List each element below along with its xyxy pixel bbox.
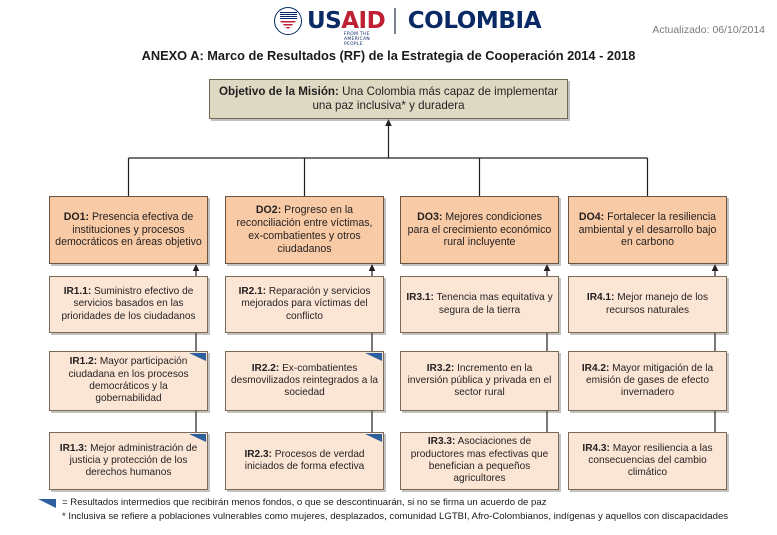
usaid-seal-icon — [274, 7, 302, 35]
ir-box-2-2[interactable]: IR2.2: Ex-combatientes desmovilizados re… — [225, 351, 384, 411]
usaid-colombia-logo: USAID FROM THE AMERICAN PEOPLE COLOMBIA — [274, 6, 542, 47]
legend-triangle-icon — [38, 499, 56, 508]
do-box-2[interactable]: DO2: Progreso en la reconciliación entre… — [225, 196, 384, 264]
logo-country-word: COLOMBIA — [407, 7, 542, 34]
ir-box-1-2[interactable]: IR1.2: Mayor participación ciudadana en … — [49, 351, 208, 411]
ir-text-2-1: Reparación y servicios mejorados para ví… — [241, 286, 371, 322]
ir-text-1-1: Suministro efectivo de servicios basados… — [61, 286, 196, 322]
do-text-2: Progreso en la reconciliación entre víct… — [236, 204, 373, 255]
do-text-3: Mejores condiciones para el crecimiento … — [407, 210, 552, 249]
ir-text-1-2: Mayor participación ciudadana en los pro… — [68, 356, 189, 405]
legend: = Resultados intermedios que recibirán m… — [38, 496, 758, 524]
ir-code-2-2: IR2.2: — [251, 362, 280, 374]
legend-line-2: * Inclusiva se refiere a poblaciones vul… — [62, 510, 729, 522]
ir-text-2-3: Procesos de verdad iniciados de forma ef… — [244, 448, 365, 472]
updated-date: Actualizado: 06/10/2014 — [652, 24, 765, 36]
ir-text-2-2: Ex-combatientes desmovilizados reintegra… — [231, 362, 379, 399]
ir-text-1-3: Mejor administración de justicia y prote… — [69, 442, 198, 479]
do-box-4[interactable]: DO4: Fortalecer la resiliencia ambiental… — [568, 196, 727, 264]
ir-box-3-3[interactable]: IR3.3: Asociaciones de productores mas e… — [400, 432, 559, 490]
logo-tagline: FROM THE AMERICAN PEOPLE — [344, 31, 371, 47]
page-header: USAID FROM THE AMERICAN PEOPLE COLOMBIA … — [0, 0, 777, 47]
legend-line-1: = Resultados intermedios que recibirán m… — [62, 497, 547, 508]
ir-box-1-1[interactable]: IR1.1: Suministro efectivo de servicios … — [49, 276, 208, 333]
ir-code-3-1: IR3.1: — [406, 292, 434, 304]
ir-code-4-3: IR4.3: — [582, 442, 610, 454]
mission-objective-text: Una Colombia más capaz de implementar un… — [312, 84, 558, 112]
mission-objective-label: Objetivo de la Misión: — [219, 84, 339, 98]
ir-text-3-2: Incremento en la inversión pública y pri… — [407, 362, 552, 399]
ir-box-4-2[interactable]: IR4.2: Mayor mitigación de la emisión de… — [568, 351, 727, 411]
ir-box-4-1[interactable]: IR4.1: Mejor manejo de los recursos natu… — [568, 276, 727, 333]
ir-code-3-3: IR3.3: — [427, 436, 456, 448]
ir-text-4-1: Mejor manejo de los recursos naturales — [605, 292, 709, 316]
mission-objective-box: Objetivo de la Misión: Una Colombia más … — [209, 79, 568, 119]
do-box-3[interactable]: DO3: Mejores condiciones para el crecimi… — [400, 196, 559, 264]
ir-box-4-3[interactable]: IR4.3: Mayor resiliencia a las consecuen… — [568, 432, 727, 490]
ir-code-4-1: IR4.1: — [586, 292, 615, 304]
do-text-1: Presencia efectiva de instituciones y pr… — [55, 210, 202, 249]
ir-text-3-1: Tenencia mas equitativa y segura de la t… — [436, 292, 553, 316]
do-code-3: DO3: — [417, 210, 443, 223]
ir-box-3-2[interactable]: IR3.2: Incremento en la inversión públic… — [400, 351, 559, 411]
do-code-1: DO1: — [63, 210, 90, 223]
ir-box-2-1[interactable]: IR2.1: Reparación y servicios mejorados … — [225, 276, 384, 333]
ir-code-1-1: IR1.1: — [63, 286, 92, 298]
ir-code-2-3: IR2.3: — [244, 448, 272, 460]
reduced-funding-triangle-icon — [189, 353, 206, 361]
reduced-funding-triangle-icon — [189, 434, 206, 442]
ir-text-3-3: Asociaciones de productores mas efectiva… — [410, 436, 549, 485]
ir-box-1-3[interactable]: IR1.3: Mejor administración de justicia … — [49, 432, 208, 490]
logo-word-aid: AID — [341, 7, 386, 34]
logo-divider — [394, 8, 396, 34]
do-code-4: DO4: — [578, 210, 605, 223]
reduced-funding-triangle-icon — [365, 434, 382, 442]
do-code-2: DO2: — [255, 204, 282, 217]
ir-box-2-3[interactable]: IR2.3: Procesos de verdad iniciados de f… — [225, 432, 384, 490]
ir-text-4-3: Mayor resiliencia a las consecuencias de… — [588, 442, 713, 479]
reduced-funding-triangle-icon — [365, 353, 382, 361]
ir-code-1-3: IR1.3: — [59, 442, 88, 454]
ir-code-3-2: IR3.2: — [426, 362, 455, 374]
ir-code-1-2: IR1.2: — [69, 356, 98, 368]
do-text-4: Fortalecer la resiliencia ambiental y el… — [578, 210, 717, 249]
do-box-1[interactable]: DO1: Presencia efectiva de instituciones… — [49, 196, 208, 264]
ir-text-4-2: Mayor mitigación de la emisión de gases … — [586, 362, 714, 399]
logo-word-us: US — [307, 7, 342, 34]
ir-code-2-1: IR2.1: — [238, 286, 267, 298]
page-title: ANEXO A: Marco de Resultados (RF) de la … — [141, 48, 636, 63]
ir-box-3-1[interactable]: IR3.1: Tenencia mas equitativa y segura … — [400, 276, 559, 333]
ir-code-4-2: IR4.2: — [581, 362, 610, 374]
